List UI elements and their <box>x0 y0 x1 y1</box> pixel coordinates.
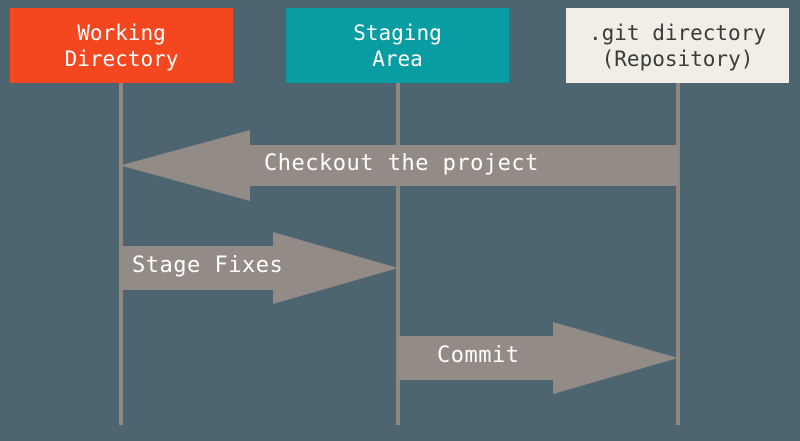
arrow-checkout <box>120 130 678 201</box>
lifeline-git-directory <box>676 83 680 425</box>
arrow-stage-fixes <box>121 232 398 304</box>
node-git-directory[interactable]: .git directory (Repository) <box>566 8 789 83</box>
node-staging-area[interactable]: Staging Area <box>286 8 509 83</box>
arrow-commit <box>398 322 678 394</box>
node-working-directory[interactable]: Working Directory <box>10 8 233 83</box>
lifeline-staging-area <box>396 83 400 425</box>
node-git-directory-line2: (Repository) <box>601 46 754 71</box>
node-working-directory-line1: Working <box>77 20 166 45</box>
node-working-directory-line2: Directory <box>64 46 179 71</box>
node-git-directory-line1: .git directory <box>588 20 766 45</box>
node-staging-area-line2: Area <box>372 46 423 71</box>
arrow-label-commit: Commit <box>437 343 520 368</box>
arrow-label-checkout: Checkout the project <box>264 151 539 176</box>
arrow-label-stage-fixes: Stage Fixes <box>132 253 284 278</box>
node-staging-area-line1: Staging <box>353 20 442 45</box>
